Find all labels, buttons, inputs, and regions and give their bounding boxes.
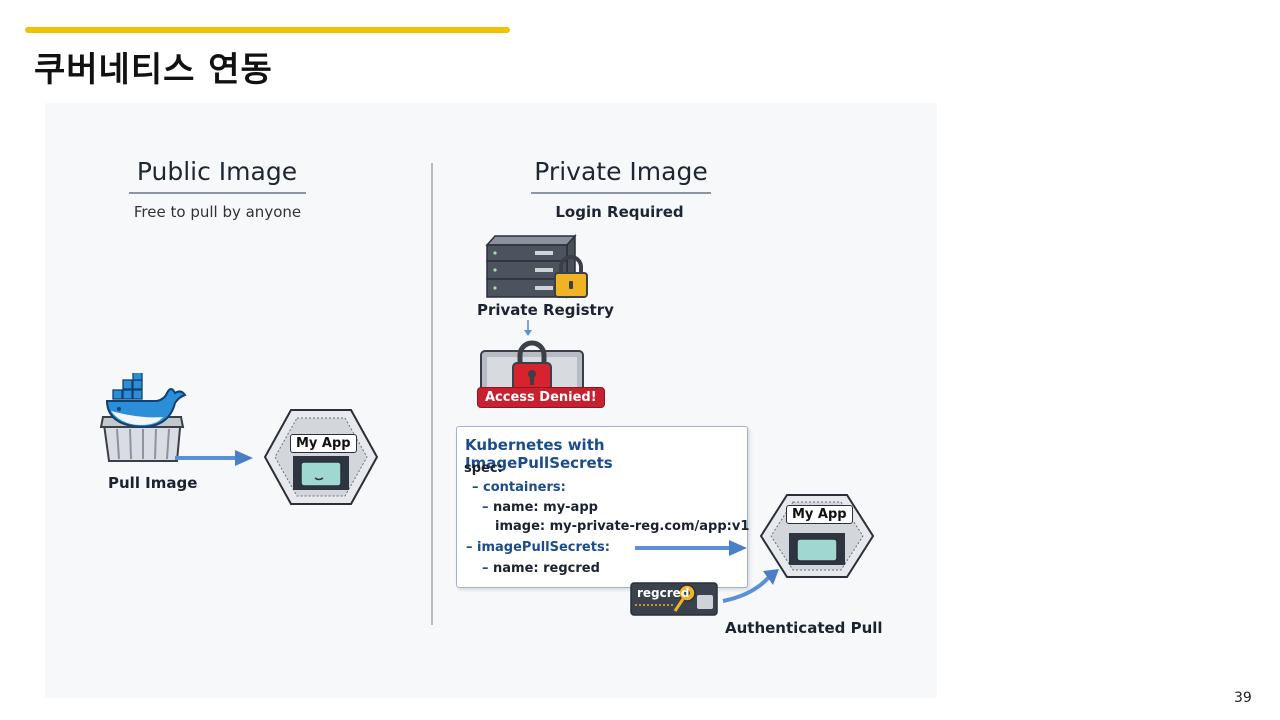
public-heading-rule: [129, 192, 306, 194]
docker-whale-icon: [99, 373, 187, 462]
key-icon: [630, 582, 718, 616]
arrow-down-icon: [524, 320, 532, 336]
container-box-icon: [263, 409, 379, 505]
section-divider: [431, 163, 433, 625]
arrow-right-icon: [175, 450, 253, 466]
server-rack-icon: [485, 234, 577, 299]
arrow-right-icon: [635, 540, 747, 556]
code-line-containers: – containers:: [472, 480, 566, 495]
private-heading: Private Image: [534, 157, 708, 186]
public-heading: Public Image: [136, 157, 298, 186]
private-heading-rule: [531, 192, 711, 194]
imagepullsecrets-code-box: Kubernetes with ImagePullSecrets spec: –…: [456, 426, 750, 588]
pull-image-label: Pull Image: [108, 474, 198, 492]
authenticated-pull-label: Authenticated Pull: [725, 619, 883, 637]
code-line-name-cred: – name: regcred: [482, 561, 600, 576]
public-subheading: Free to pull by anyone: [133, 203, 302, 221]
code-line-name-app: – name: my-app: [482, 500, 598, 515]
code-line-spec: spec:: [464, 461, 503, 476]
code-line-pull-secrets: – imagePullSecrets:: [466, 540, 610, 555]
private-subheading: Login Required: [555, 203, 684, 221]
slide-title: 쿠버네티스 연동: [34, 50, 273, 90]
access-denied-badge: Access Denied!: [477, 387, 605, 408]
title-accent-bar: [25, 27, 510, 33]
regcred-tag: regcred: [637, 586, 690, 600]
access-denied-screen-icon: [480, 340, 584, 396]
padlock-icon: [554, 255, 588, 298]
private-registry-label: Private Registry: [477, 301, 614, 319]
code-box-title: Kubernetes with ImagePullSecrets: [465, 436, 613, 472]
diagram-figure: Public Image Free to pull by anyone Pull…: [45, 103, 937, 698]
arrow-curved-icon: [722, 569, 779, 603]
private-app-label: My App: [786, 505, 853, 524]
public-app-label: My App: [290, 434, 357, 453]
code-line-image: image: my-private-reg.com/app:v1: [495, 519, 750, 534]
page-number: 39: [1234, 690, 1252, 706]
